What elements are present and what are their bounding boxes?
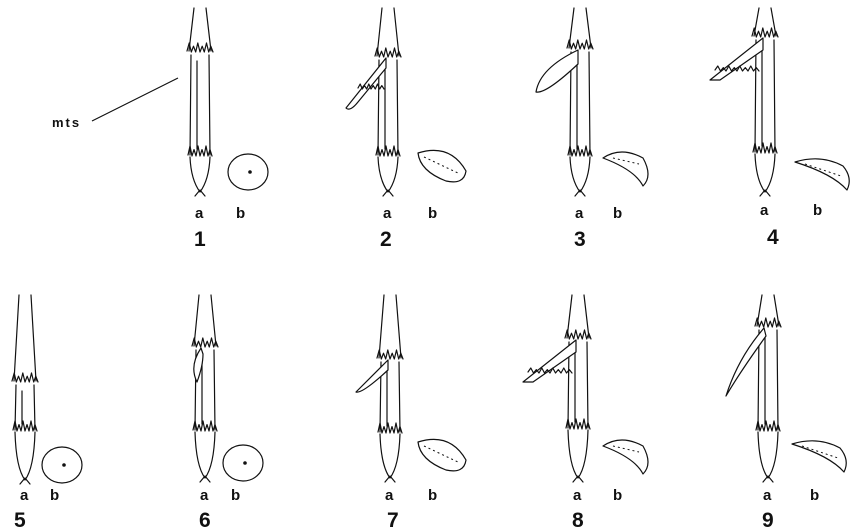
sublabel-a: a bbox=[575, 205, 584, 222]
callout-leader-line bbox=[92, 78, 178, 121]
cross-section-outline bbox=[228, 154, 268, 190]
sublabel-a: a bbox=[20, 487, 29, 504]
cross-section-outline bbox=[418, 150, 466, 182]
upper-sheath bbox=[567, 295, 589, 338]
upper-sheath bbox=[377, 8, 399, 56]
panel-1: a b 1 bbox=[187, 8, 268, 251]
sublabel-b: b bbox=[428, 205, 437, 222]
cross-section-bundle bbox=[243, 461, 247, 465]
panel-number: 9 bbox=[762, 509, 774, 529]
sublabel-a: a bbox=[383, 205, 392, 222]
panel-4: a b 4 bbox=[710, 8, 849, 249]
panel-7: a b 7 bbox=[356, 295, 466, 529]
rachis-tip bbox=[190, 157, 210, 196]
sublabel-b: b bbox=[613, 205, 622, 222]
panel-3: a b 3 bbox=[536, 8, 648, 251]
sublabel-b: b bbox=[231, 487, 240, 504]
node-margin bbox=[187, 43, 213, 52]
upper-sheath bbox=[194, 295, 216, 346]
spine-mts bbox=[346, 58, 386, 109]
rachis-tip bbox=[755, 154, 775, 196]
node-margin bbox=[567, 40, 593, 49]
panel-number: 5 bbox=[14, 509, 26, 529]
second-node-margin bbox=[376, 146, 400, 156]
panel-number: 1 bbox=[194, 228, 206, 251]
cross-section-bundle bbox=[248, 170, 252, 174]
second-node-margin bbox=[13, 421, 37, 431]
lower-segment bbox=[758, 330, 778, 430]
cross-section-outline bbox=[603, 440, 648, 474]
sublabel-a: a bbox=[200, 487, 209, 504]
node-margin bbox=[192, 338, 218, 347]
panel-9: a b 9 bbox=[726, 295, 846, 529]
sublabel-a: a bbox=[195, 205, 204, 222]
node-margin bbox=[752, 28, 778, 37]
node-margin bbox=[565, 330, 591, 339]
spine-mts bbox=[536, 50, 578, 92]
drawing-layer: a b 1 a b 2 a b 3 a b 4 a b 5 a b 6 a b 7 a b 8 a b 9 bbox=[12, 8, 849, 529]
sublabel-a: a bbox=[763, 487, 772, 504]
node-margin bbox=[755, 318, 781, 327]
upper-sheath bbox=[14, 295, 36, 381]
node-margin bbox=[377, 350, 403, 359]
node-margin bbox=[375, 48, 401, 57]
spine-mts bbox=[356, 360, 388, 392]
node-margin bbox=[12, 373, 38, 382]
sublabel-a: a bbox=[573, 487, 582, 504]
sublabel-b: b bbox=[50, 487, 59, 504]
cross-section-outline bbox=[792, 441, 846, 472]
cross-section-outline bbox=[42, 447, 82, 483]
upper-sheath bbox=[569, 8, 591, 48]
panel-5: a b 5 bbox=[12, 295, 82, 529]
rachis-tip bbox=[378, 157, 398, 196]
upper-sheath bbox=[189, 8, 211, 51]
panel-number: 7 bbox=[387, 509, 399, 529]
cross-section-outline bbox=[603, 152, 648, 186]
second-node-margin bbox=[753, 143, 777, 153]
rachis-tip bbox=[195, 432, 215, 482]
panel-number: 8 bbox=[572, 509, 584, 529]
sublabel-b: b bbox=[613, 487, 622, 504]
second-node-margin bbox=[568, 146, 592, 156]
cross-section-bundle bbox=[62, 463, 66, 467]
callout-label-mts: mts bbox=[52, 115, 81, 130]
lower-segment bbox=[190, 55, 210, 155]
sublabel-b: b bbox=[813, 202, 822, 219]
rachis-tip bbox=[568, 430, 588, 482]
panel-number: 6 bbox=[199, 509, 211, 529]
panel-6: a b 6 bbox=[192, 295, 263, 529]
second-node-margin bbox=[188, 146, 212, 156]
second-node-margin bbox=[566, 419, 590, 429]
panel-number: 2 bbox=[380, 228, 392, 251]
cross-section-outline bbox=[418, 439, 466, 471]
rachis-tip bbox=[380, 434, 400, 482]
sublabel-b: b bbox=[428, 487, 437, 504]
panel-number: 3 bbox=[574, 228, 586, 251]
sublabel-a: a bbox=[760, 202, 769, 219]
spine-mts bbox=[726, 328, 766, 396]
sublabel-b: b bbox=[810, 487, 819, 504]
rachis-tip bbox=[15, 432, 35, 484]
sublabel-a: a bbox=[385, 487, 394, 504]
sublabel-b: b bbox=[236, 205, 245, 222]
cross-section-outline bbox=[795, 159, 849, 190]
panel-2: a b 2 bbox=[346, 8, 466, 251]
spine-mts bbox=[710, 38, 763, 80]
second-node-margin bbox=[756, 421, 780, 431]
second-node-margin bbox=[378, 423, 402, 433]
panel-8: a b 8 bbox=[523, 295, 648, 529]
lower-segment bbox=[755, 40, 775, 152]
rachis-tip bbox=[570, 157, 590, 196]
second-node-margin bbox=[193, 421, 217, 431]
panel-number: 4 bbox=[767, 226, 779, 249]
cross-section-outline bbox=[223, 445, 263, 481]
rachis-tip bbox=[758, 432, 778, 482]
upper-sheath bbox=[379, 295, 401, 358]
